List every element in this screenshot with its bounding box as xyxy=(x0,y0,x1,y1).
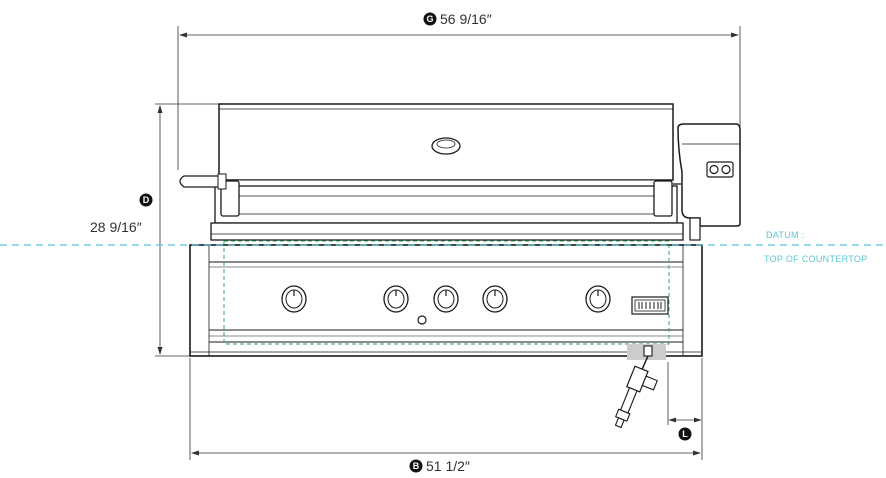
gas-inlet-fitting xyxy=(643,345,653,357)
arrowhead-right xyxy=(731,32,739,38)
badge-b-letter: B xyxy=(413,461,420,471)
handle-bracket-left xyxy=(220,180,240,217)
arrowhead-top xyxy=(157,105,163,113)
grill-hood xyxy=(210,103,684,241)
badge-b xyxy=(409,459,423,473)
dimension-height: D 28 9/16″ xyxy=(90,103,222,357)
badge-d-letter: D xyxy=(143,195,150,205)
side-handle-mount xyxy=(217,173,227,190)
control-knob xyxy=(281,285,307,313)
thermometer-face xyxy=(436,139,456,149)
dimension-top-width: G 56 9/16″ xyxy=(177,10,741,172)
control-knob xyxy=(585,285,611,313)
control-knob xyxy=(433,285,459,313)
regulator-stem xyxy=(619,387,638,414)
side-handle xyxy=(179,173,227,190)
rotisserie-switch-left xyxy=(709,164,719,175)
firebox-base xyxy=(210,222,684,241)
arrowhead-offset-left xyxy=(668,417,676,423)
badge-g-letter: G xyxy=(426,14,433,24)
datum-label: DATUM : xyxy=(766,230,804,240)
arrowhead-right xyxy=(693,450,701,456)
control-knob xyxy=(383,285,409,313)
hidden-outline xyxy=(223,240,670,345)
top-width-label: 56 9/16″ xyxy=(440,11,492,27)
datum-line: DATUM : TOP OF COUNTERTOP xyxy=(0,230,886,264)
control-knob xyxy=(482,285,508,313)
dimension-bottom-width: B 51 1/2″ xyxy=(189,358,703,474)
control-panel xyxy=(189,244,703,357)
arrowhead-left xyxy=(179,32,187,38)
regulator-cap xyxy=(641,375,658,391)
arrowhead-offset-right xyxy=(694,417,702,423)
gas-regulator xyxy=(614,344,666,429)
brand-badge xyxy=(631,296,669,315)
rotisserie-motor xyxy=(673,123,741,241)
arrowhead-bottom xyxy=(157,347,163,355)
handle-bracket-right xyxy=(653,180,673,217)
dimension-offset: L xyxy=(667,362,702,441)
datum-sublabel: TOP OF COUNTERTOP xyxy=(764,254,867,264)
regulator-tip xyxy=(614,417,625,429)
side-handle-grip xyxy=(179,175,223,188)
badge-l xyxy=(678,427,692,441)
igniter-button xyxy=(417,315,427,325)
arrowhead-left xyxy=(191,450,199,456)
badge-l-letter: L xyxy=(682,429,688,439)
rotisserie-switch-right xyxy=(721,164,731,175)
hood-lower-band xyxy=(225,179,667,187)
firebox-body xyxy=(214,185,678,224)
rotisserie-bracket xyxy=(689,217,701,241)
badge-d xyxy=(139,193,153,207)
bottom-width-label: 51 1/2″ xyxy=(426,458,470,474)
badge-g xyxy=(423,12,437,26)
height-label: 28 9/16″ xyxy=(90,219,142,235)
